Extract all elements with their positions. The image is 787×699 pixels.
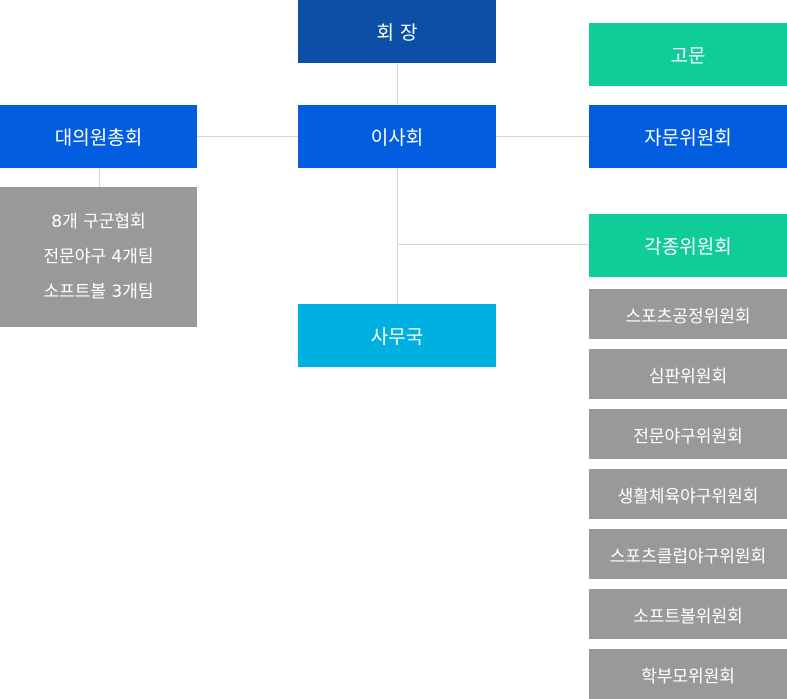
board-label: 이사회 xyxy=(370,127,424,149)
connector-chairman-board xyxy=(397,63,398,105)
committee-item: 학부모위원회 xyxy=(589,649,787,699)
general-assembly-box: 대의원총회 xyxy=(0,105,197,168)
advisory-committee-label: 자문위원회 xyxy=(644,127,732,149)
advisory-committee-box: 자문위원회 xyxy=(589,105,787,168)
committee-item: 소프트볼위원회 xyxy=(589,589,787,639)
connector-board-advisory xyxy=(496,136,589,137)
committees-box: 각종위원회 xyxy=(589,214,787,277)
general-assembly-label: 대의원총회 xyxy=(54,127,143,149)
members-line-2: 전문야구 4개팀 xyxy=(43,246,154,267)
members-line-3: 소프트볼 3개팀 xyxy=(43,281,154,302)
chairman-label: 회 장 xyxy=(376,22,418,44)
committee-item-label: 학부모위원회 xyxy=(641,666,735,687)
committee-item-label: 심판위원회 xyxy=(648,366,728,387)
members-line-1: 8개 구군협회 xyxy=(51,211,146,232)
members-box: 8개 구군협회 전문야구 4개팀 소프트볼 3개팀 xyxy=(0,187,197,327)
advisor-box: 고문 xyxy=(589,23,787,86)
committee-item: 심판위원회 xyxy=(589,349,787,399)
committee-item-label: 소프트볼위원회 xyxy=(633,606,743,627)
committee-item: 스포츠공정위원회 xyxy=(589,289,787,339)
committee-item-label: 스포츠공정위원회 xyxy=(625,306,751,327)
connector-assembly-members xyxy=(99,168,100,187)
committee-item-label: 전문야구위원회 xyxy=(633,426,743,447)
committee-item: 생활체육야구위원회 xyxy=(589,469,787,519)
connector-board-secretariat xyxy=(397,168,398,304)
connector-board-committees xyxy=(397,244,589,245)
advisor-label: 고문 xyxy=(670,45,706,67)
connector-assembly-board xyxy=(197,136,298,137)
committees-label: 각종위원회 xyxy=(644,236,732,258)
secretariat-box: 사무국 xyxy=(298,304,496,367)
committee-item: 스포츠클럽야구위원회 xyxy=(589,529,787,579)
committee-item-label: 생활체육야구위원회 xyxy=(617,486,759,507)
chairman-box: 회 장 xyxy=(298,0,496,63)
committee-item-label: 스포츠클럽야구위원회 xyxy=(609,546,767,567)
board-box: 이사회 xyxy=(298,105,496,168)
secretariat-label: 사무국 xyxy=(370,326,424,348)
committee-item: 전문야구위원회 xyxy=(589,409,787,459)
